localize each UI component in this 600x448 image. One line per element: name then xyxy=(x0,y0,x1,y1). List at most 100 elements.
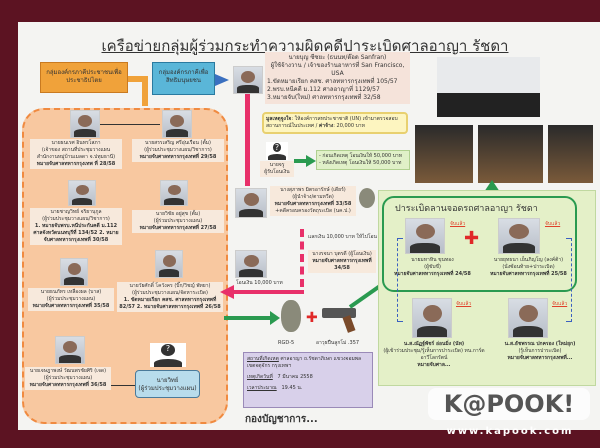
person-extra: +คดีครอบครองวัตถุระเบิด (นค.ป.) xyxy=(275,208,351,214)
person-card: นายยุทธนา เย็นภิญโญ (ลงค์ต้า)(นั่งซ้อนท้… xyxy=(481,257,576,278)
dashed-connector xyxy=(397,238,403,322)
green-arrow-icon xyxy=(306,155,316,167)
person-warrant: หมายจับศาลทหารกรุงเทพที่ 35/58 xyxy=(32,303,110,309)
person-photo xyxy=(68,180,96,206)
unknown-name: นายจรู xyxy=(269,162,285,168)
green-up-arrow-icon xyxy=(484,180,500,192)
orange-group-box: กลุ่มองค์กรภาคีประชาชนเพื่อประชาธิปไตย xyxy=(40,62,128,93)
person-name: นายวัยศักดิ์ โควังคร (บิ๊ก/วิชญ์ พัทยา) xyxy=(129,283,211,289)
motive-text: : ให้องค์การสหประชาชาติ (UN) เข้ามาตรวจส… xyxy=(266,116,398,129)
person-warrant: หมายจับศาลทหารกรุงเทพที่ 25/58 xyxy=(490,271,567,277)
person-photo xyxy=(162,110,192,138)
motive-label: มูลเหตุจูงใจ xyxy=(266,116,292,122)
incident-box: สถานที่เกิดเหตุ ศาลอาญา ถ.รัชดาภิเษก แขว… xyxy=(243,352,373,408)
person-name: นายเจษฎาพงษ์ วัฒนพรชัยศิริ (เจด) xyxy=(29,368,107,374)
date-value: 7 มีนาคม 2558 xyxy=(277,374,313,380)
arrested-badge: จับแล้ว xyxy=(450,221,466,227)
footer-agency: กองบัญชาการ... xyxy=(245,414,318,425)
arrested-badge: จับแล้ว xyxy=(456,301,472,307)
place-label: สถานที่เกิดเหตุ xyxy=(247,356,279,362)
leader-info-box: นายบุญ ซีซยะ (ธนนท/ต๊อด Sanfran) ผู้ใช้จ… xyxy=(265,52,410,104)
unknown-person-icon xyxy=(266,142,288,160)
person-warrant: 1. หมายจับพรบ.หนีประกันคดี ม.112 ศาลจังห… xyxy=(33,223,119,243)
person-role: (ผู้ขับขี่) xyxy=(424,264,441,270)
person-name: นายธนเรศ อินทรโสภา xyxy=(51,140,101,146)
person-photo xyxy=(235,250,267,278)
time-value: 19.45 น. xyxy=(281,385,303,391)
person-warrant: หมายจับศาลทหารกรุงเทพที่ 34/58 xyxy=(312,258,372,271)
transfer-note: โอนเงิน 10,000 บาท xyxy=(236,280,283,286)
person-name: นายสรรเสริญ ศรีอุ่นเรือน (ตั้ม) xyxy=(144,140,211,146)
motive-box: มูลเหตุจูงใจ: ให้องค์การสหประชาชาติ (UN)… xyxy=(262,112,408,134)
person-photo xyxy=(235,188,267,218)
leader-case: 3.หมายจับ(ใหม่) ศาลทหารกรุงเทพที่ 32/58 xyxy=(267,94,381,101)
connector xyxy=(111,385,135,386)
person-photo xyxy=(412,298,452,338)
transfer-note: แลกเงิน 10,000 บาท ให้ไปโอน xyxy=(308,234,377,240)
person-name: นางรจนา บุตรดี (ผู้โอนเงิน) xyxy=(312,251,372,257)
person-photo xyxy=(160,180,188,206)
person-card: นายสรรเสริญ ศรีอุ่นเรือน (ตั้ม)(ผู้ร่วมป… xyxy=(132,139,224,162)
person-card: นางสุภาพร มิตรอารักษ์ (เดียร์)(ผู้นำจ้าง… xyxy=(270,186,356,216)
person-name: นายวิทย์ xyxy=(156,377,179,384)
person-card: นายเจษฎาพงษ์ วัฒนพรชัยศิริ (เจด)(ผู้ร่วม… xyxy=(25,367,111,390)
unknown-transfer-label: นายจรูผู้รับโอนเงิน xyxy=(260,161,294,177)
person-role: (ผู้ร่วมประชุมวางแผน) xyxy=(43,375,93,381)
green-arrow-line xyxy=(224,316,274,320)
arrested-badge: จับแล้ว xyxy=(545,221,561,227)
person-role: (ผู้ร่วมประชุมวางแผน) xyxy=(153,218,203,224)
date-label: เหตุเกิดวันที่ xyxy=(247,374,273,380)
person-card: น.ส.ธัชพรรณ ปกครอง (ใหม่ยุก)(รู้เห็นการป… xyxy=(488,341,592,362)
arrested-badge: จับแล้ว xyxy=(552,301,568,307)
person-name: นายธนภัทร เหลืองผล (บาส) xyxy=(40,289,102,295)
leader-case: 2.พรบ.หนีคดี ม.112 ศาลอาญาที่ 1129/57 xyxy=(267,86,380,93)
leader-photo xyxy=(233,66,263,94)
person-role: (ผู้ร่วมประชุมวางแผน/วิชาการ) xyxy=(42,216,110,222)
grenade-label: RGD-5 xyxy=(278,340,295,346)
person-role: (ผู้ร่วมประชุมวางแผน) xyxy=(46,296,96,302)
person-warrant: หมายจับศาลทหารกรุงเทพที่ 27/58 xyxy=(139,225,217,231)
person-role: (ผู้ร่วมประชุมวางแผน/จัดหาระเบิด) xyxy=(132,290,208,296)
person-role: (ผู้ร่วมประชุมวางแผน/วิชาการ) xyxy=(144,147,212,153)
person-warrant: หมายจับศาลทหารกรุงเทพที่ 24/58 xyxy=(394,271,471,277)
person-photo xyxy=(498,218,540,254)
arrow-icon xyxy=(215,74,229,86)
person-card: นางรจนา บุตรดี (ผู้โอนเงิน)หมายจับศาลทหา… xyxy=(308,250,376,273)
plus-icon: ✚ xyxy=(306,310,318,326)
payment-after: - หลังเกิดเหตุ โอนเงินให้ 50,000 บาท xyxy=(319,160,402,166)
bombers-title: ปาระเบิดลานจอดรถศาลอาญา รัชดา xyxy=(395,204,538,214)
pay-label: ค่าจ้าง xyxy=(318,123,334,129)
person-warrant: หมายจับศาลทหารกรุงเทพ ที่ 28/58 xyxy=(36,161,116,167)
person-role: (ผู้เข้าร่วมประชุม/รู้เห็นการปาระเบิด) ท… xyxy=(383,348,485,361)
person-card: นายวิทย์(ผู้ร่วมประชุมวางแผน) xyxy=(135,370,200,398)
person-photo xyxy=(70,110,100,138)
person-role: (ผู้นำจ้าง/ตามหวีด) xyxy=(292,194,334,200)
person-card: นายมหาหิน ขุนทอง(ผู้ขับขี่)หมายจับศาลทหา… xyxy=(385,257,480,278)
court-building-photo xyxy=(437,57,540,117)
person-warrant: หมายจับศาลทหารกรุงเทพที่ 33/58 xyxy=(274,201,352,207)
person-role: (นั่งซ้อนท้าย+ปาระเบิด) xyxy=(502,264,555,270)
person-warrant: หมายจับศาลทหารกรุงเทพที่ 36/58 xyxy=(29,382,107,388)
person-photo xyxy=(508,298,548,338)
payment-before: - ก่อนเกิดเหตุ โอนเงินให้ 50,000 บาท xyxy=(319,153,403,159)
scene-photo xyxy=(548,125,593,183)
person-card: นายวิชัย อยู่สุข (ตั้ม)(ผู้ร่วมประชุมวาง… xyxy=(132,210,224,233)
connector xyxy=(100,124,160,125)
bombers-frame xyxy=(382,196,577,292)
person-role: (ผู้ร่วมประชุมวางแผน) xyxy=(138,385,197,392)
person-card: นายธนภัทร เหลืองผล (บาส)(ผู้ร่วมประชุมวา… xyxy=(28,288,114,311)
person-photo xyxy=(405,218,445,254)
green-arrow-line xyxy=(294,159,308,163)
kapook-watermark-logo: K@POOK! xyxy=(428,388,590,420)
leader-name: นายบุญ ซีซยะ (ธนนท/ต๊อด Sanfran) xyxy=(288,54,387,61)
person-warrant: 1. ขัดหมายเรียก คสช. ศาลทหารกรุงเทพที่ 8… xyxy=(119,297,221,310)
grenade-icon xyxy=(359,188,375,208)
person-card: นายวัยศักดิ์ โควังคร (บิ๊ก/วิชญ์ พัทยา)(… xyxy=(117,282,223,312)
place-value: ศาลอาญา ถ.รัชดาภิเษก แขวงจอมพล เขตจตุจัก… xyxy=(247,356,362,369)
scene-photo xyxy=(415,125,473,183)
person-warrant: หมายจับศาลทหารกรุงเทพที่ 29/58 xyxy=(139,154,217,160)
green-arrow-icon xyxy=(270,311,280,325)
gun-label: อาวุธปืนลูกโม่ .357 xyxy=(316,340,360,346)
person-card: นายธนเรศ อินทรโสภา(เจ้าของ สถานที่ประชุม… xyxy=(30,139,122,169)
kapook-url: www.kapook.com xyxy=(446,426,574,437)
